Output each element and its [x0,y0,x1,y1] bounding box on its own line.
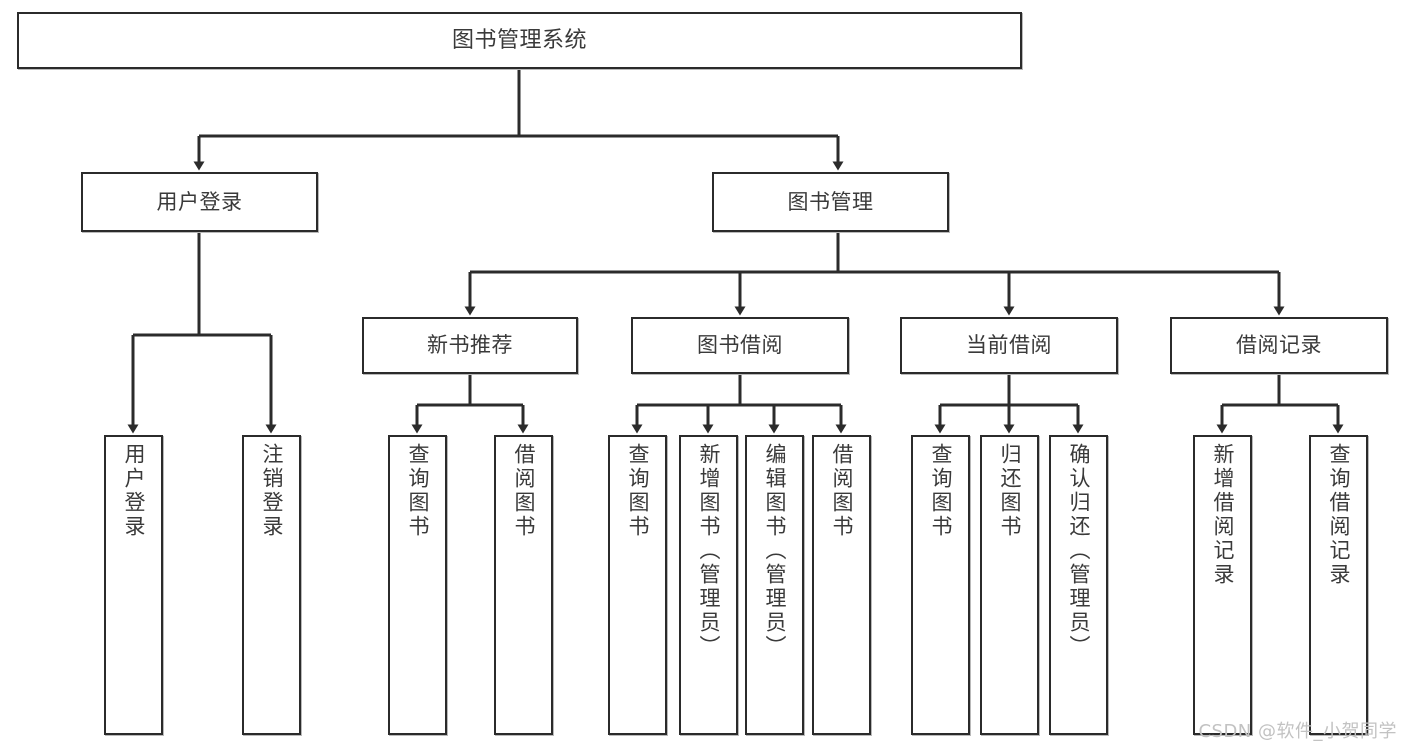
node-leaf-query-book-3[interactable]: 查询图书 [911,435,970,735]
node-current-borrow[interactable]: 当前借阅 [900,317,1118,374]
node-book-borrow-label: 图书借阅 [697,333,783,358]
node-leaf-query-book-3-label: 查询图书 [929,443,954,539]
node-leaf-logout-label: 注销登录 [260,443,285,539]
node-leaf-borrow-book-1[interactable]: 借阅图书 [494,435,553,735]
node-leaf-add-record[interactable]: 新增借阅记录 [1193,435,1252,735]
node-user-login-label: 用户登录 [156,189,243,214]
node-leaf-query-record[interactable]: 查询借阅记录 [1309,435,1368,735]
node-book-manage-label: 图书管理 [787,189,874,214]
node-leaf-add-book-label: 新增图书（管理员） [697,443,722,659]
node-root-label: 图书管理系统 [451,27,587,53]
node-leaf-query-book-2-label: 查询图书 [626,443,651,539]
node-borrow-record-label: 借阅记录 [1236,333,1322,358]
node-new-book-rec[interactable]: 新书推荐 [362,317,578,374]
node-leaf-query-book-2[interactable]: 查询图书 [608,435,667,735]
node-leaf-borrow-book-1-label: 借阅图书 [512,443,537,539]
node-new-book-rec-label: 新书推荐 [427,333,513,358]
node-leaf-user-login[interactable]: 用户登录 [104,435,163,735]
node-borrow-record[interactable]: 借阅记录 [1170,317,1388,374]
node-leaf-query-book-1[interactable]: 查询图书 [388,435,447,735]
node-leaf-return-book-label: 归还图书 [998,443,1023,539]
node-book-borrow[interactable]: 图书借阅 [631,317,849,374]
node-leaf-query-record-label: 查询借阅记录 [1327,443,1352,587]
node-leaf-user-login-label: 用户登录 [122,443,147,539]
node-leaf-borrow-book-2-label: 借阅图书 [830,443,855,539]
node-leaf-confirm-return[interactable]: 确认归还（管理员） [1049,435,1108,735]
node-leaf-borrow-book-2[interactable]: 借阅图书 [812,435,871,735]
node-root[interactable]: 图书管理系统 [17,12,1022,69]
node-leaf-edit-book-label: 编辑图书（管理员） [763,443,788,659]
node-leaf-return-book[interactable]: 归还图书 [980,435,1039,735]
node-user-login[interactable]: 用户登录 [81,172,318,232]
node-leaf-edit-book[interactable]: 编辑图书（管理员） [745,435,804,735]
node-leaf-confirm-return-label: 确认归还（管理员） [1067,443,1092,659]
node-leaf-query-book-1-label: 查询图书 [406,443,431,539]
node-book-manage[interactable]: 图书管理 [712,172,949,232]
node-leaf-add-book[interactable]: 新增图书（管理员） [679,435,738,735]
node-leaf-add-record-label: 新增借阅记录 [1211,443,1236,587]
node-leaf-logout[interactable]: 注销登录 [242,435,301,735]
node-current-borrow-label: 当前借阅 [966,333,1052,358]
